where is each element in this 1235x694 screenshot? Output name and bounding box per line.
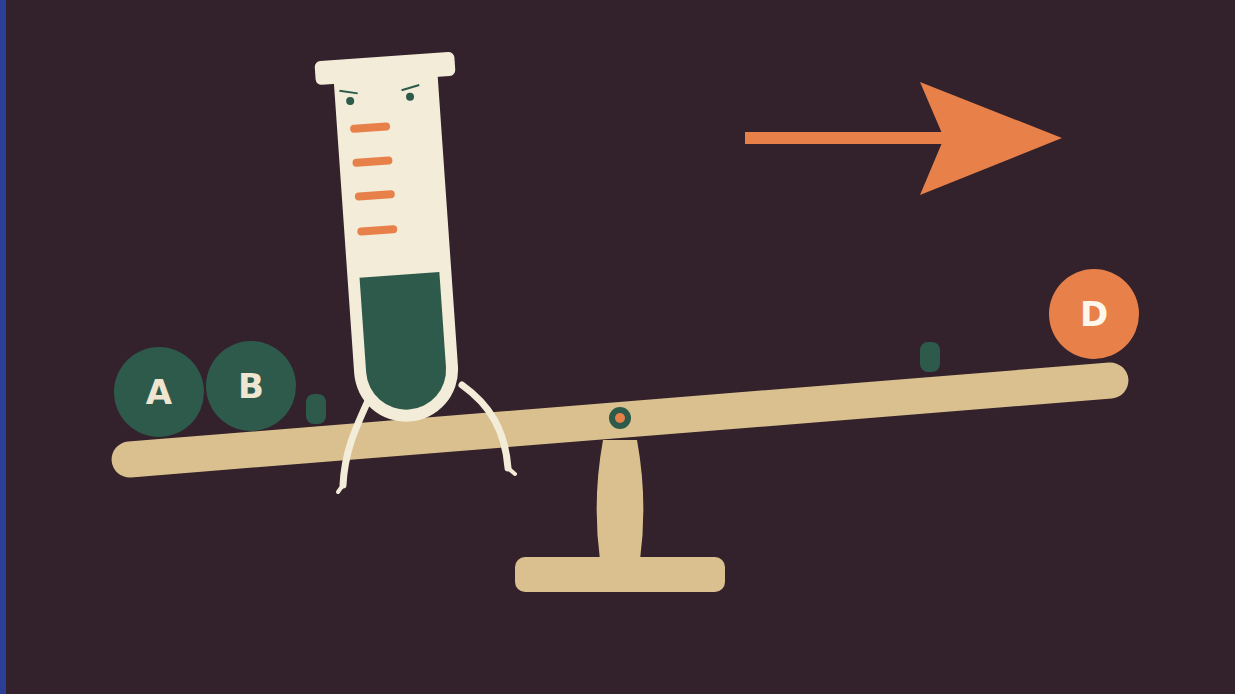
tube-mark [352,156,392,167]
ball-letter: B [238,369,264,403]
arrow-shaft [745,132,945,144]
labelled-ball: B [206,341,296,431]
tube-mark [355,190,395,201]
tube-leg [462,385,508,468]
tube-liquid [360,272,449,412]
tube-eye [346,97,355,106]
tube-rim [314,52,455,86]
beam-peg [920,342,940,372]
labelled-ball: A [114,347,204,437]
test-tube-character [314,52,515,492]
pivot-pin [615,413,625,423]
labelled-ball: D [1049,269,1139,359]
tube-mark [357,225,397,236]
ball-letter: D [1080,297,1108,331]
stand-base [515,557,725,592]
seesaw-stand [515,440,725,592]
tube-brow [339,89,357,94]
stand-post [597,440,644,560]
tube-mark [350,122,390,133]
direction-arrow [745,82,1062,195]
arrow-head [920,82,1062,195]
pivot-ring [609,407,631,429]
beam-peg [306,394,326,424]
edge-strip [0,0,6,694]
tube-foot [338,485,343,492]
tube-body [334,72,462,425]
tube-eye [406,92,415,101]
tube-brow [401,85,419,90]
tube-foot [508,468,515,474]
ball-letter: A [146,375,172,409]
